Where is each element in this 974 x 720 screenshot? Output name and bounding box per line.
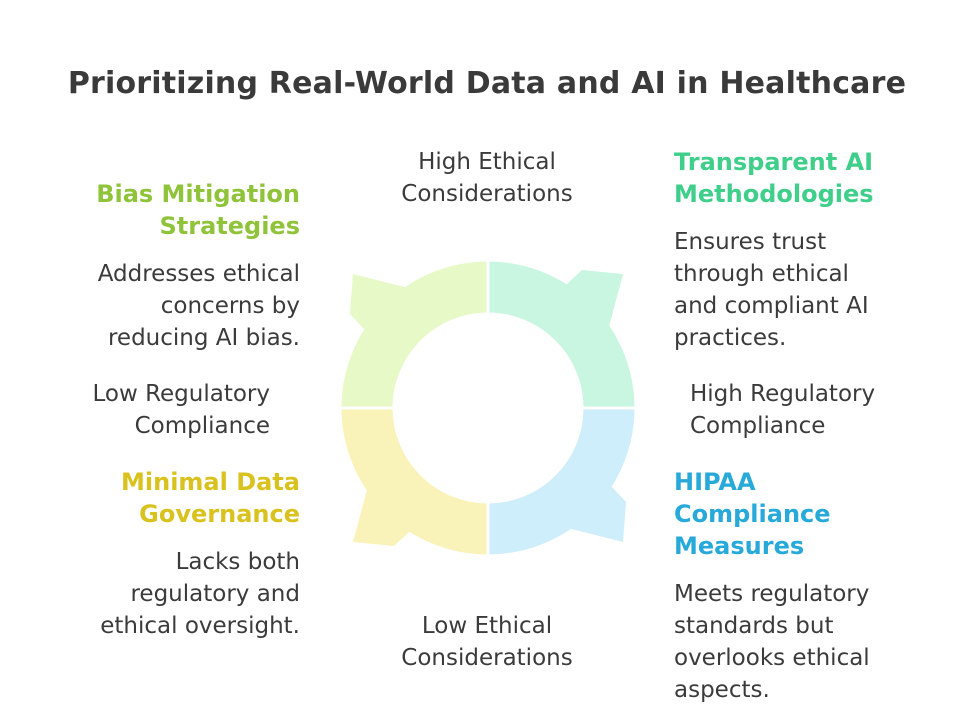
axis-top-line-2: Considerations xyxy=(401,181,573,207)
description-line: regulatory and xyxy=(130,581,300,607)
description-line: aspects. xyxy=(674,677,770,703)
axis-top-line-1: High Ethical xyxy=(418,149,556,175)
description-line: practices. xyxy=(674,325,787,351)
heading-line: Transparent AI xyxy=(674,148,874,176)
axis-right-line-1: High Regulatory xyxy=(690,381,876,407)
description-line: ethical oversight. xyxy=(100,613,300,639)
quadrant-top-left-heading: Bias Mitigation Strategies xyxy=(60,178,300,242)
axis-right-label: High Regulatory Compliance xyxy=(690,378,930,442)
description-line: reducing AI bias. xyxy=(107,325,300,351)
axis-bottom-label: Low Ethical Considerations xyxy=(380,610,594,674)
axis-bottom-line-1: Low Ethical xyxy=(421,613,553,639)
heading-line: Minimal Data xyxy=(121,468,300,496)
quadrant-top-right-description: Ensures trust through ethical and compli… xyxy=(674,226,944,354)
quadrant-top-right-heading: Transparent AI Methodologies xyxy=(674,146,934,210)
arrowhead-bottom-right xyxy=(536,456,626,542)
axis-left-line-2: Compliance xyxy=(134,413,270,439)
axis-bottom-line-2: Considerations xyxy=(401,645,573,671)
quadrant-bottom-left-heading: Minimal Data Governance xyxy=(60,466,300,530)
description-line: concerns by xyxy=(160,293,300,319)
description-line: Addresses ethical xyxy=(97,261,300,287)
heading-line: Methodologies xyxy=(674,180,874,208)
description-line: Meets regulatory xyxy=(674,581,870,607)
axis-left-label: Low Regulatory Compliance xyxy=(40,378,270,442)
cycle-diagram xyxy=(338,258,638,558)
arrowhead-top-left xyxy=(350,274,440,360)
axis-left-line-1: Low Regulatory xyxy=(92,381,270,407)
description-line: Ensures trust xyxy=(674,229,827,255)
quadrant-top-left-description: Addresses ethical concerns by reducing A… xyxy=(40,258,300,354)
description-line: Lacks both xyxy=(175,549,300,575)
arrowhead-bottom-left xyxy=(353,456,440,546)
heading-line: HIPAA xyxy=(674,468,756,496)
quadrant-bottom-right-heading: HIPAA Compliance Measures xyxy=(674,466,934,562)
page-title: Prioritizing Real-World Data and AI in H… xyxy=(67,66,907,101)
axis-right-line-2: Compliance xyxy=(690,413,826,439)
heading-line: Strategies xyxy=(159,212,300,240)
heading-line: Measures xyxy=(674,532,805,560)
description-line: overlooks ethical xyxy=(674,645,870,671)
description-line: through ethical xyxy=(674,261,849,287)
cycle-center xyxy=(396,316,580,500)
quadrant-bottom-left-description: Lacks both regulatory and ethical oversi… xyxy=(40,546,300,642)
axis-top-label: High Ethical Considerations xyxy=(380,146,594,210)
heading-line: Governance xyxy=(139,500,300,528)
heading-line: Bias Mitigation xyxy=(96,180,300,208)
heading-line: Compliance xyxy=(674,500,831,528)
quadrant-bottom-right-description: Meets regulatory standards but overlooks… xyxy=(674,578,944,706)
description-line: and compliant AI xyxy=(674,293,869,319)
description-line: standards but xyxy=(674,613,834,639)
arc-bottom-left xyxy=(338,406,490,558)
arrowhead-top-right xyxy=(536,270,623,360)
